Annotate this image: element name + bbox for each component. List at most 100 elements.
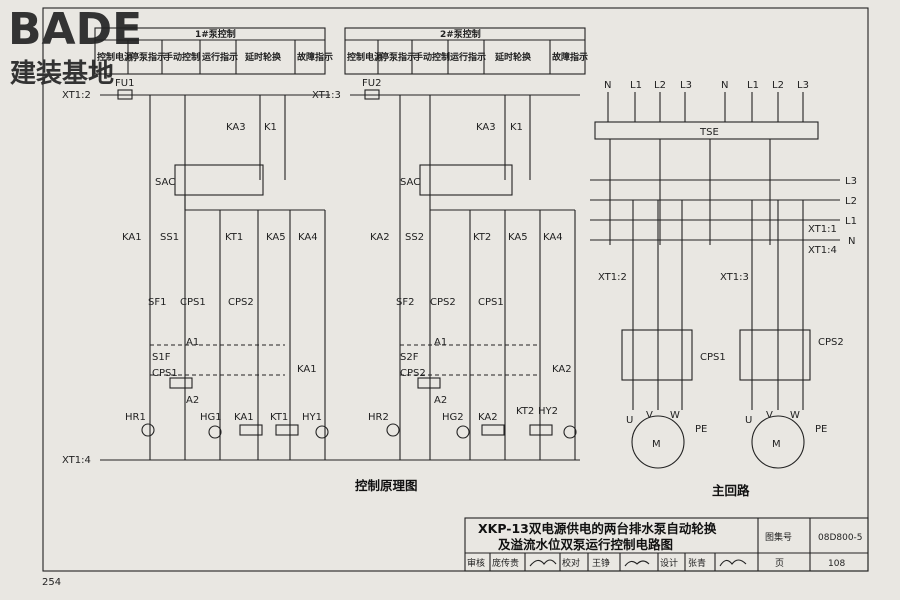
- drawing-title-line1: XKP-13双电源供电的两台排水泵自动轮换: [478, 521, 717, 536]
- main-l1b-label: L1: [747, 80, 759, 91]
- drawing-title-line2: 及溢流水位双泵运行控制电路图: [498, 537, 673, 552]
- control-caption: 控制原理图: [355, 478, 418, 493]
- sf2-label: SF2: [396, 297, 414, 308]
- hy2-label: HY2: [538, 406, 558, 417]
- fu2-label: FU2: [362, 78, 381, 89]
- ss2-label: SS2: [405, 232, 424, 243]
- kt2-label: KT2: [473, 232, 491, 243]
- designer-signature: [719, 559, 747, 567]
- atlas-number: 08D800-5: [818, 533, 863, 543]
- kt1-coil-label: KT1: [270, 412, 288, 423]
- v1-label: V: [646, 410, 653, 421]
- cps1-label-2: CPS1: [478, 297, 504, 308]
- lamp-hy1: [315, 425, 329, 439]
- check-label: 校对: [562, 557, 580, 569]
- hg2-label: HG2: [442, 412, 464, 423]
- xt1-4-label: XT1:4: [62, 455, 91, 466]
- col2-0: 控制电源: [347, 51, 383, 63]
- w2-label: W: [790, 410, 800, 421]
- design-label: 设计: [660, 557, 678, 569]
- bus-l2-label: L2: [845, 196, 857, 207]
- ka2-coil-label: KA2: [478, 412, 498, 423]
- k1-label-2: K1: [510, 122, 523, 133]
- col1-2: 手动控制: [164, 51, 200, 63]
- page-no: 108: [828, 559, 845, 569]
- cps2-main-label: CPS2: [818, 337, 844, 348]
- k1-label: K1: [264, 122, 277, 133]
- ka5-label: KA5: [266, 232, 286, 243]
- u2-label: U: [745, 415, 752, 426]
- cps2-label: CPS2: [228, 297, 254, 308]
- main-caption: 主回路: [712, 483, 750, 498]
- main-xt1-2-label: XT1:2: [598, 272, 627, 283]
- col1-3: 运行指示: [202, 51, 238, 63]
- col2-4: 延时轮换: [494, 51, 532, 63]
- group1-header: 1#泵控制: [195, 28, 236, 40]
- ka3-label-2: KA3: [476, 122, 496, 133]
- s2f-label: S2F: [400, 352, 419, 363]
- pe1-label: PE: [695, 424, 707, 435]
- ka4-label-2: KA4: [543, 232, 563, 243]
- group2-header: 2#泵控制: [440, 28, 481, 40]
- main-xt1-4-label: XT1:4: [808, 245, 837, 256]
- motor1-label: M: [652, 439, 661, 450]
- ka1-contact-label: KA1: [297, 364, 317, 375]
- pump1-control: [149, 95, 326, 460]
- reviewer-signature: [529, 559, 557, 567]
- review-label: 审核: [467, 557, 485, 569]
- a1-label-1: A1: [186, 337, 199, 348]
- hg1-label: HG1: [200, 412, 222, 423]
- pe2-label: PE: [815, 424, 827, 435]
- motor2-label: M: [772, 439, 781, 450]
- xt1-3-label: XT1:3: [312, 90, 341, 101]
- s1f-label: S1F: [152, 352, 171, 363]
- col2-5: 故障指示: [552, 51, 588, 63]
- kt1-label: KT1: [225, 232, 243, 243]
- a1-label-2: A1: [434, 337, 447, 348]
- main-l2a-label: L2: [654, 80, 666, 91]
- main-l1a-label: L1: [630, 80, 642, 91]
- checker-name: 王铮: [592, 557, 610, 569]
- ka5-label-2: KA5: [508, 232, 528, 243]
- title-block: [464, 517, 869, 572]
- fu1-label: FU1: [115, 78, 134, 89]
- col1-0: 控制电源: [97, 51, 133, 63]
- main-n1-label: N: [604, 80, 611, 91]
- lamp-hg2: [456, 425, 470, 439]
- designer-name: 张青: [688, 557, 706, 569]
- main-l3a-label: L3: [680, 80, 692, 91]
- sheet-border: [42, 7, 869, 572]
- brand-logo: BADE: [8, 4, 142, 55]
- bus-n-label: N: [848, 236, 855, 247]
- page-label: 页: [775, 558, 784, 569]
- motor-1: [631, 415, 685, 469]
- cps1-coil-label: CPS1: [152, 368, 178, 379]
- a2-label-2: A2: [434, 395, 447, 406]
- lamp-hg1: [208, 425, 222, 439]
- main-l3b-label: L3: [797, 80, 809, 91]
- hr1-label: HR1: [125, 412, 146, 423]
- hr2-label: HR2: [368, 412, 389, 423]
- col1-1: 停泵指示: [130, 51, 166, 63]
- ka3-label: KA3: [226, 122, 246, 133]
- col2-2: 手动控制: [414, 51, 450, 63]
- col1-4: 延时轮换: [244, 51, 282, 63]
- ka2-contact-label: KA2: [552, 364, 572, 375]
- sheet-page-number: 254: [42, 577, 61, 588]
- pump2-control: [399, 95, 576, 460]
- w1-label: W: [670, 410, 680, 421]
- col2-1: 停泵指示: [380, 51, 416, 63]
- lamp-hr2: [386, 423, 400, 437]
- sf1-label: SF1: [148, 297, 166, 308]
- v2-label: V: [766, 410, 773, 421]
- col1-5: 故障指示: [297, 51, 333, 63]
- ka1-coil-label: KA1: [234, 412, 254, 423]
- main-xt1-3-label: XT1:3: [720, 272, 749, 283]
- kt2-coil-label: KT2: [516, 406, 534, 417]
- main-xt1-1-label: XT1:1: [808, 224, 837, 235]
- ka1-label: KA1: [122, 232, 142, 243]
- atlas-label: 图集号: [765, 531, 792, 543]
- header-table: 1#泵控制 2#泵控制 控制电源 停泵指示 手动控制 运行指示 延时轮换 故障指…: [94, 27, 588, 75]
- reviewer-name: 庞传贵: [492, 557, 519, 569]
